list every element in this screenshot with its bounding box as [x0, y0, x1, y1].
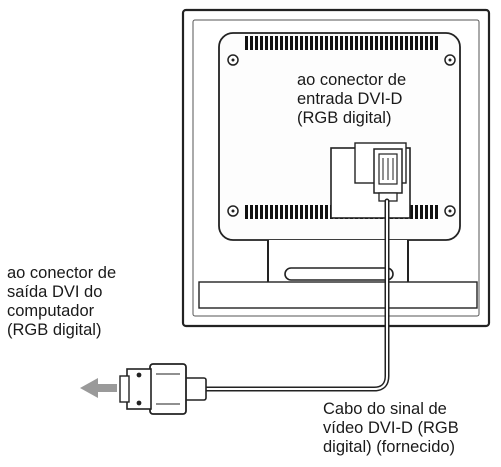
monitor-input-label-line: ao conector de [297, 71, 407, 89]
dvi-input-panel [330, 142, 411, 219]
monitor-input-label: ao conector de entrada DVI-D (RGB digita… [297, 71, 406, 128]
cable-label-line: digital) (fornecido) [323, 438, 456, 456]
monitor-base [198, 281, 478, 309]
computer-output-label: ao conector de saída DVI do computador (… [7, 264, 116, 340]
cable-label-line: Cabo do sinal de [323, 400, 447, 418]
computer-output-label-line: computador [7, 302, 95, 320]
cable-label-line: vídeo DVI-D (RGB [323, 419, 459, 437]
dvi-cable [200, 198, 390, 392]
computer-output-label-line: saída DVI do [7, 283, 103, 301]
direction-arrow-icon [80, 378, 117, 398]
cable-label: Cabo do sinal de vídeo DVI-D (RGB digita… [323, 400, 459, 457]
monitor-input-label-line: (RGB digital) [297, 109, 392, 127]
dvi-plug [119, 363, 207, 415]
monitor-input-label-line: entrada DVI-D [297, 90, 403, 108]
computer-output-label-line: (RGB digital) [7, 321, 102, 339]
computer-output-label-line: ao conector de [7, 264, 117, 282]
